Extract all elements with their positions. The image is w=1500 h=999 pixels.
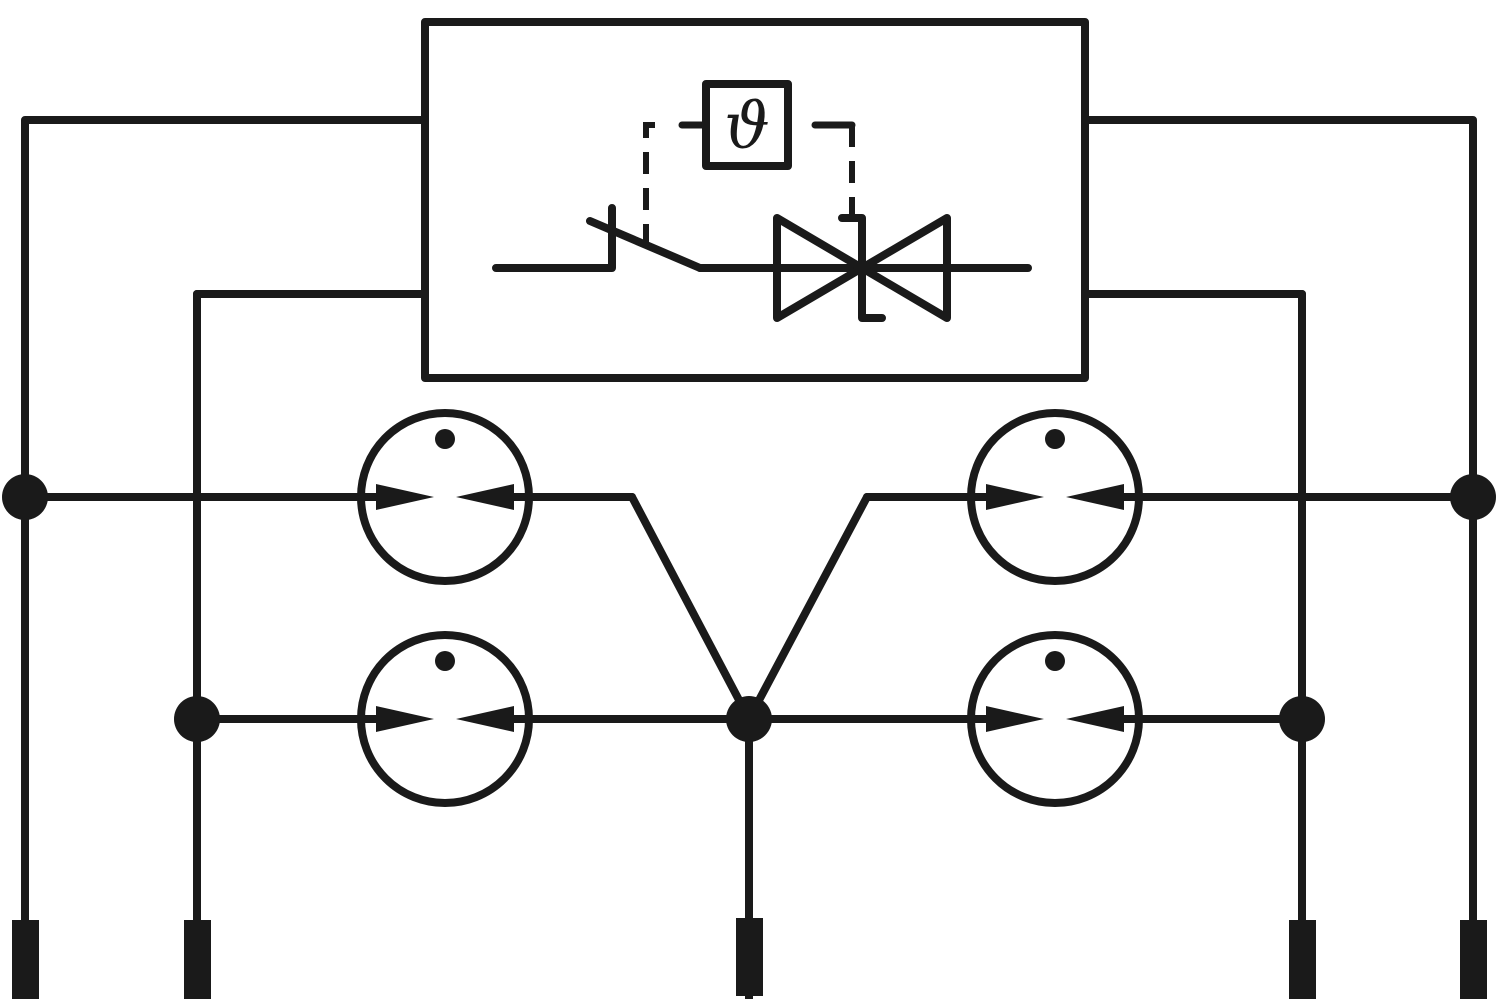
main-line-left	[492, 204, 616, 272]
diode-triangle-left	[773, 214, 866, 322]
spark-gap-icon	[357, 631, 533, 807]
junction-node	[726, 696, 772, 742]
spark-gap-icon	[967, 409, 1143, 585]
arrow-left	[456, 484, 514, 510]
theta-temperature-icon: ϑ	[724, 90, 770, 164]
terminal-pin	[184, 920, 211, 999]
bidirectional-diode-icon	[773, 214, 951, 322]
linkage-left	[643, 122, 655, 245]
arrow-right	[986, 706, 1044, 732]
junction-node	[174, 696, 220, 742]
diode-bar	[838, 214, 886, 322]
arrow-left	[1066, 484, 1124, 510]
spark-gap-dot	[1045, 651, 1065, 671]
spark-gap-dot	[1045, 429, 1065, 449]
terminal-pin	[1289, 920, 1316, 999]
switch-contact-icon	[492, 204, 704, 272]
diode-triangle-right	[858, 214, 951, 322]
spark-gap-dot	[435, 651, 455, 671]
arrow-left	[456, 706, 514, 732]
switch-blade	[586, 217, 704, 272]
spark-gap-icon	[357, 409, 533, 585]
junction-node	[1279, 696, 1325, 742]
wire-right-outer	[1081, 116, 1477, 999]
protection-module-box	[421, 18, 1089, 382]
wire-right-inner	[1081, 290, 1306, 999]
arrow-right	[376, 706, 434, 732]
wire-left-outer	[21, 116, 429, 999]
terminal-pin	[736, 918, 763, 996]
spark-gap-icon	[967, 631, 1143, 807]
terminal-pin	[12, 920, 39, 999]
arrow-right	[376, 484, 434, 510]
thermal-sensor: ϑ	[678, 80, 856, 170]
arrow-right	[986, 484, 1044, 510]
spark-gap-dot	[435, 429, 455, 449]
arrow-left	[1066, 706, 1124, 732]
wire-v-center	[628, 493, 871, 723]
junction-node	[2, 474, 48, 520]
junction-node	[1450, 474, 1496, 520]
wire-left-inner	[193, 290, 429, 999]
terminal-pin	[1460, 920, 1487, 999]
